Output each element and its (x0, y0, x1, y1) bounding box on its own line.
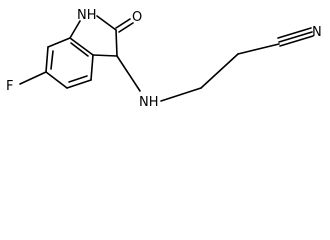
bond-c2-o-1 (115, 18, 131, 29)
bond-c5-c4 (66, 79, 92, 89)
bond-c3-c3a (92, 54, 118, 57)
structure-diagram: NH O F NH N (6, 8, 322, 110)
bond-c7a-c7 (47, 37, 71, 48)
bond-c6-f (19, 71, 47, 85)
bond-n1-c2 (96, 15, 117, 31)
bond-nh-ch2 (160, 87, 202, 102)
atom-nh-amine: NH (139, 95, 159, 110)
bond-c5-c4-inner (68, 75, 88, 83)
bond-nitrile-3 (277, 27, 312, 39)
bond-nitrile-2 (279, 35, 314, 47)
bond-c6-c5 (45, 71, 68, 89)
bond-ch2-cn (237, 43, 280, 55)
bond-c2-o-2 (118, 22, 134, 33)
molecule-svg: NH O F NH N (6, 8, 322, 110)
atom-fluorine: F (6, 79, 13, 94)
bond-c3-nh (116, 55, 141, 92)
bond-c4-c3a (90, 54, 94, 81)
bond-nitrile-1 (278, 31, 313, 43)
bond-c3a-c7a (69, 37, 94, 56)
bond-c7a-n1 (69, 20, 81, 39)
atom-oxygen: O (132, 10, 142, 25)
bond-c7-c6 (45, 46, 49, 73)
atom-nh-ring: NH (77, 8, 97, 23)
bond-c7-c6-inner (50, 50, 54, 70)
bond-ch2-ch2 (200, 53, 239, 89)
atom-nitrile-n: N (312, 25, 322, 40)
bond-c3a-c7a-inner (70, 42, 89, 57)
bond-c2-c3 (115, 29, 118, 57)
